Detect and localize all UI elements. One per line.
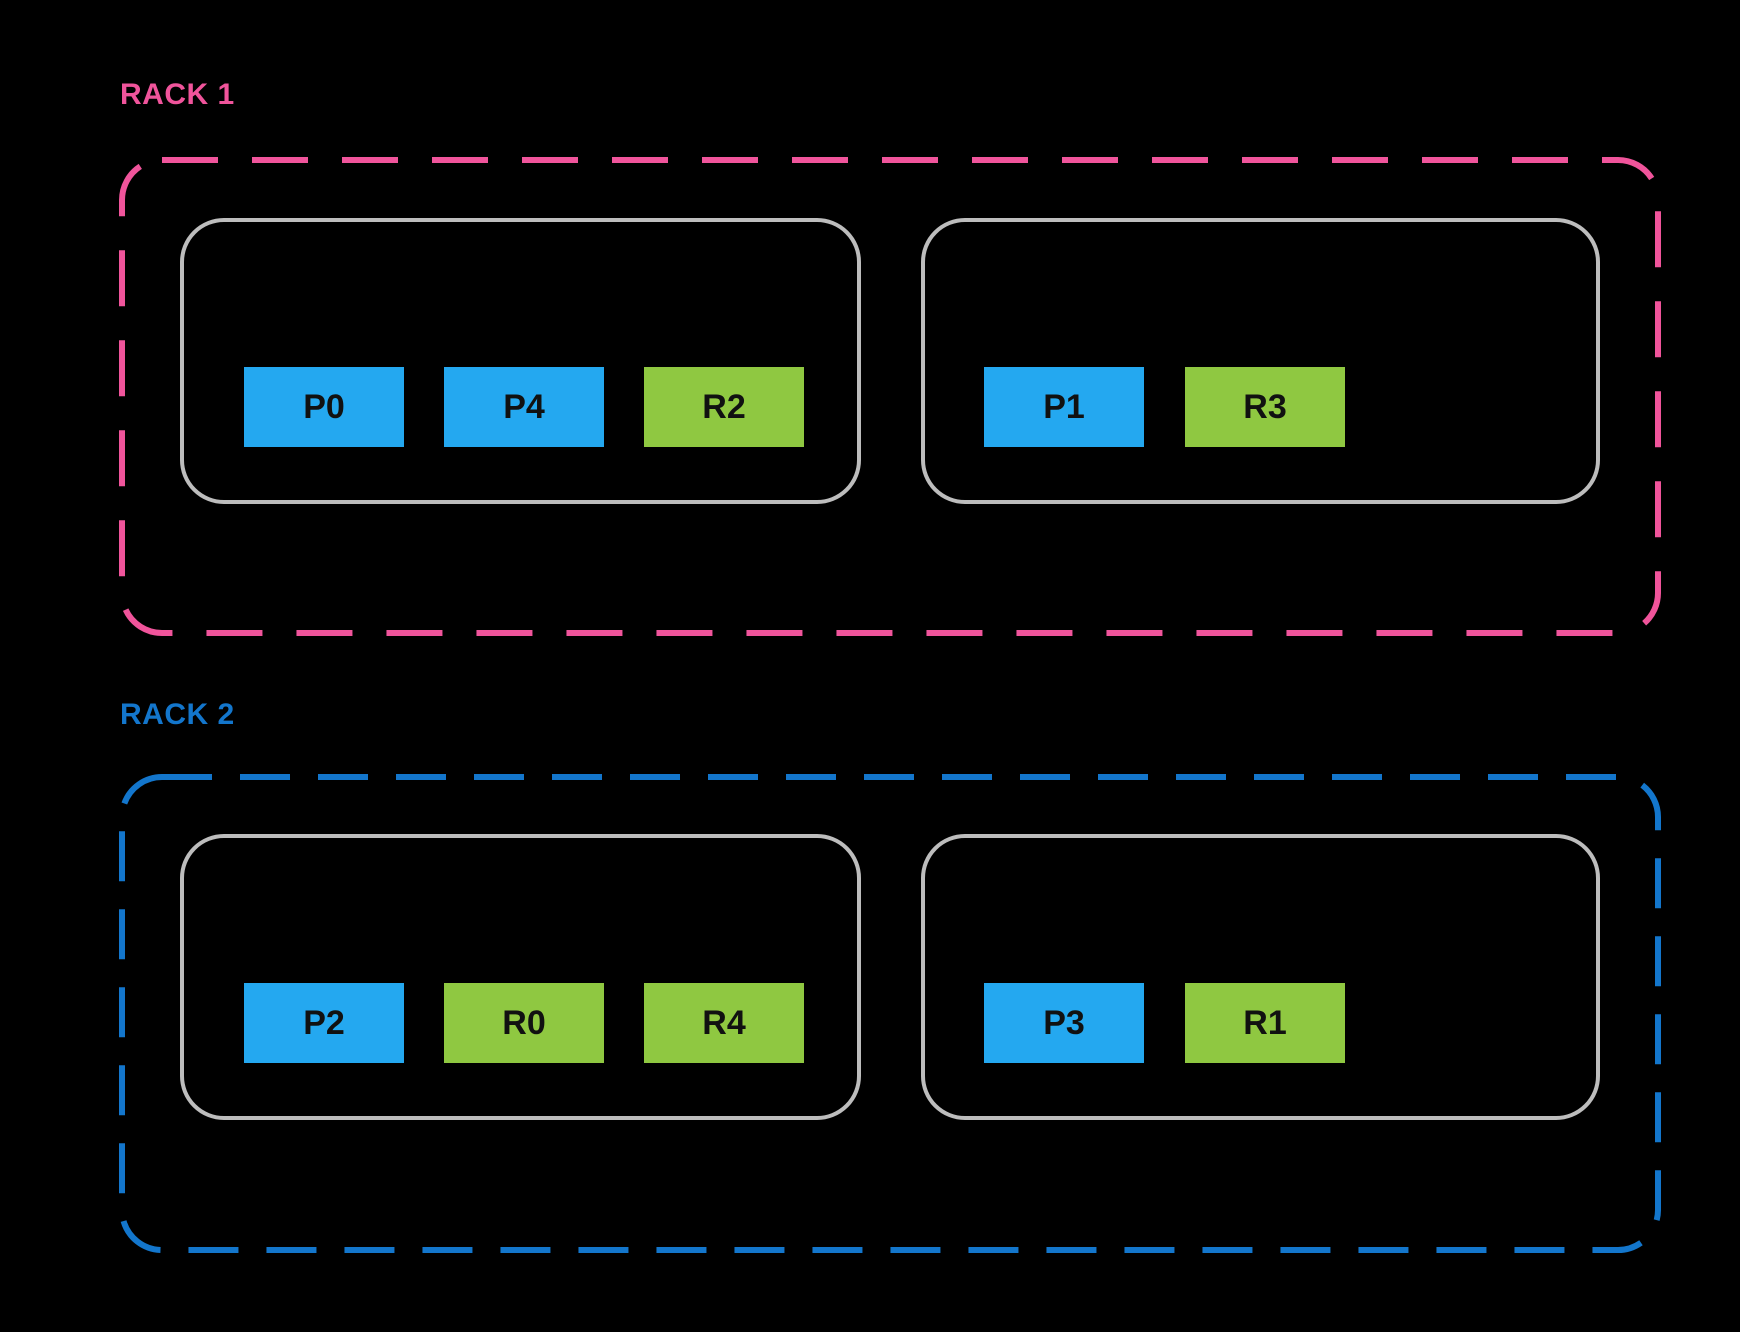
chip-p0: P0 xyxy=(244,367,404,447)
rack2-dashed-boundary xyxy=(119,774,1661,1253)
rack1-dashed-boundary xyxy=(119,157,1661,636)
chip-r4: R4 xyxy=(644,983,804,1063)
rack2-node-1: P2 R0 R4 xyxy=(180,834,861,1120)
rack1-boundary-rect xyxy=(119,157,1661,636)
rack2-node-2: P3 R1 xyxy=(921,834,1600,1120)
chip-p2: P2 xyxy=(244,983,404,1063)
rack2-boundary-rect xyxy=(119,774,1661,1253)
chip-r1: R1 xyxy=(1185,983,1345,1063)
chip-p4: P4 xyxy=(444,367,604,447)
rack1-label: RACK 1 xyxy=(120,78,235,111)
rack1-node-1: P0 P4 R2 xyxy=(180,218,861,504)
rack2-label: RACK 2 xyxy=(120,698,235,731)
chip-r3: R3 xyxy=(1185,367,1345,447)
chip-p3: P3 xyxy=(984,983,1144,1063)
chip-p1: P1 xyxy=(984,367,1144,447)
rack1-node-2: P1 R3 xyxy=(921,218,1600,504)
chip-r2: R2 xyxy=(644,367,804,447)
chip-r0: R0 xyxy=(444,983,604,1063)
